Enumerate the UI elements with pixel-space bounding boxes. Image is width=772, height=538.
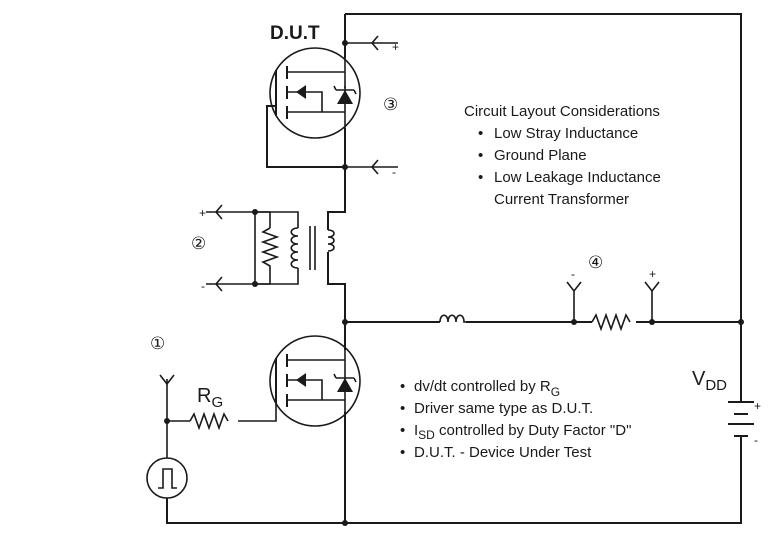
dut-title: D.U.T — [270, 23, 320, 44]
gate-drive — [146, 374, 277, 499]
ct-core — [309, 226, 316, 270]
vdd-sub: DD — [705, 377, 727, 394]
ct-secondary-coil — [290, 227, 299, 269]
layout-bullet-3: • — [478, 169, 483, 186]
vdd-main: V — [692, 368, 706, 390]
marker-4: ④ — [588, 253, 603, 272]
load-inductor — [439, 314, 466, 323]
gate-probe — [159, 374, 175, 386]
note-3-sub: SD — [418, 428, 435, 442]
vdd-plus: + — [754, 399, 761, 413]
note-bullet-2: • — [400, 400, 405, 417]
layout-item-4: Current Transformer — [494, 191, 629, 208]
dut-mosfet — [269, 47, 361, 139]
shunt-plus: + — [649, 267, 656, 281]
layout-item-1: Low Stray Inductance — [494, 125, 638, 142]
marker-1: ① — [150, 334, 165, 353]
note-1-text: dv/dt controlled by R — [414, 378, 551, 395]
note-bullet-3: • — [400, 422, 405, 439]
note-1: dv/dt controlled by RG — [414, 378, 560, 399]
driver-body-diode — [337, 378, 353, 392]
layout-item-2: Ground Plane — [494, 147, 587, 164]
note-3-rest: controlled by Duty Factor "D" — [435, 422, 632, 439]
note-bullet-4: • — [400, 444, 405, 461]
current-shunt-resistor — [591, 312, 631, 332]
vdd-battery — [728, 401, 754, 437]
vdd-minus: - — [754, 433, 758, 447]
shunt-minus: - — [571, 267, 575, 281]
rg-main: R — [197, 385, 211, 407]
dut-body-diode — [337, 90, 353, 104]
layout-bullet-2: • — [478, 147, 483, 164]
dut-probe-minus: - — [392, 165, 396, 179]
note-3-prefix: I — [414, 422, 418, 439]
vdd-label: VDD — [692, 368, 727, 394]
layout-bullet-1: • — [478, 125, 483, 142]
shunt-probe-plus — [644, 281, 660, 322]
dut-probe-top — [345, 35, 398, 51]
shunt-probe-minus — [566, 281, 582, 322]
dut-body-arrow — [296, 85, 306, 99]
main-wiring — [166, 13, 742, 524]
ct-primary-coil — [327, 229, 335, 252]
driver-body-arrow — [296, 373, 306, 387]
rg-label: RG — [197, 385, 223, 411]
note-bullet-1: • — [400, 378, 405, 395]
ct-plus: + — [199, 206, 206, 220]
layout-item-3: Low Leakage Inductance — [494, 169, 661, 186]
pulse-icon — [158, 468, 177, 489]
rg-resistor — [189, 411, 229, 431]
rg-sub: G — [211, 394, 223, 411]
marker-3: ③ — [383, 95, 398, 114]
ct-minus: - — [201, 279, 205, 293]
note-3: ISD controlled by Duty Factor "D" — [414, 422, 631, 442]
ct-burden-resistor — [255, 227, 280, 285]
marker-2: ② — [191, 234, 206, 253]
driver-mosfet — [269, 335, 361, 427]
note-1-sub: G — [551, 385, 560, 399]
dut-probe-plus: + — [392, 40, 399, 54]
dut-probe-bottom — [345, 159, 398, 175]
note-2: Driver same type as D.U.T. — [414, 400, 593, 417]
layout-heading: Circuit Layout Considerations — [464, 103, 660, 120]
note-4: D.U.T. - Device Under Test — [414, 444, 592, 461]
pulse-generator — [146, 457, 188, 499]
current-transformer — [206, 204, 335, 292]
